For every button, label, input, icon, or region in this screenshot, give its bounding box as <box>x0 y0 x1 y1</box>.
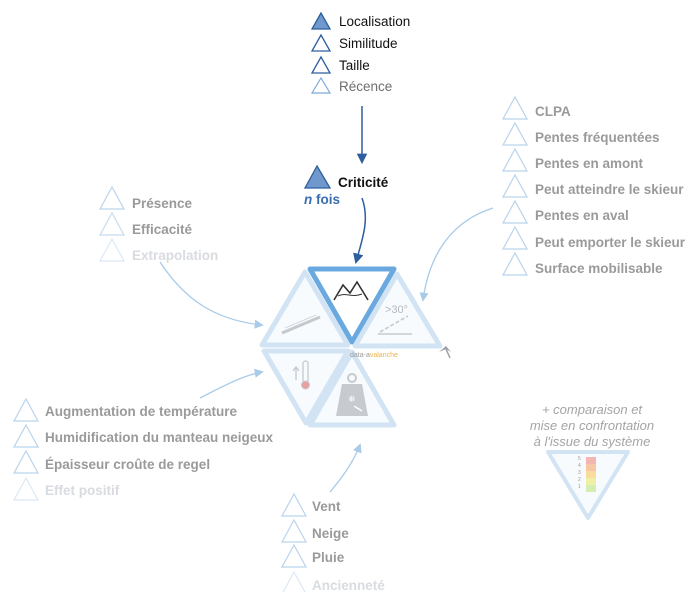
triangle-icon <box>310 11 332 30</box>
note-line-3: à l'issue du système <box>533 434 651 449</box>
label-recence: Récence <box>339 79 393 94</box>
snow-weight-icon: ❄ <box>336 373 368 416</box>
comparison-note: + comparaison et mise en confrontation à… <box>512 402 672 450</box>
label-presence: Présence <box>132 196 193 211</box>
bottom-group-icons <box>280 492 308 592</box>
logo-part1: data-a <box>350 352 370 359</box>
triangle-criticite <box>307 266 397 345</box>
ski-gauge-icon <box>281 314 321 335</box>
scale-level-1: 1 <box>578 484 581 490</box>
angle-label: >30° <box>385 304 409 316</box>
label-taille: Taille <box>339 58 370 73</box>
arrow-bottom <box>329 443 362 493</box>
triangle-slope <box>352 271 443 349</box>
label-augmentation-temperature: Augmentation de température <box>45 404 238 419</box>
label-pentes-amont: Pentes en amont <box>535 156 644 171</box>
label-pluie: Pluie <box>312 550 345 565</box>
slope-angle-icon <box>378 315 412 335</box>
scale-level-4: 4 <box>578 463 581 469</box>
right-group-icons <box>501 95 529 276</box>
arrow-left-upper <box>159 261 264 329</box>
label-peut-atteindre: Peut atteindre le skieur <box>535 182 684 197</box>
scale-level-5: 5 <box>578 456 581 462</box>
note-line-2: mise en confrontation <box>529 418 655 433</box>
label-vent: Vent <box>312 499 341 514</box>
label-pentes-aval: Pentes en aval <box>535 208 629 223</box>
label-anciennete: Ancienneté <box>312 578 385 593</box>
scale-level-2: 2 <box>578 477 581 483</box>
note-line-1: + comparaison et <box>541 402 643 417</box>
label-humidification: Humidification du manteau neigeux <box>45 430 274 445</box>
scale-level-3: 3 <box>578 470 581 476</box>
fois-text: fois <box>312 192 341 207</box>
thermometer-icon <box>292 360 310 390</box>
label-criticite: Criticité <box>338 175 389 190</box>
label-surface-mobilisable: Surface mobilisable <box>535 261 663 276</box>
n-text: n <box>304 192 313 207</box>
triangle-icon <box>310 55 332 74</box>
label-extrapolation: Extrapolation <box>132 248 219 263</box>
arrow-criticite <box>353 197 367 265</box>
label-peut-emporter: Peut emporter le skieur <box>535 235 686 250</box>
label-epaisseur-croute: Épaisseur croûte de regel <box>45 457 211 472</box>
label-pentes-frequentees: Pentes fréquentées <box>535 130 660 145</box>
mountain-icon <box>333 280 369 301</box>
central-hexagon: ❄ <box>259 266 451 428</box>
triangle-icon <box>310 76 332 94</box>
criticite-triangle-icon <box>303 164 332 189</box>
label-neige: Neige <box>312 526 349 541</box>
label-effet-positif: Effet positif <box>45 483 120 498</box>
top-group-icons <box>310 11 332 94</box>
label-clpa: CLPA <box>535 104 571 119</box>
label-similitude: Similitude <box>339 36 398 51</box>
label-localisation: Localisation <box>339 14 411 29</box>
triangle-icon <box>310 33 332 52</box>
risk-scale-icon <box>546 450 630 520</box>
logo-part2: valanche <box>369 352 398 359</box>
svg-text:❄: ❄ <box>348 395 356 405</box>
left-lower-icons <box>12 397 40 501</box>
left-upper-icons <box>98 185 126 262</box>
logo-mark-icon <box>439 346 451 359</box>
triangle-presence <box>259 269 351 348</box>
logo-text: data-avalanche <box>350 352 398 359</box>
arrow-right <box>419 207 494 302</box>
label-n-fois: n fois <box>304 192 340 207</box>
scale-levels: 5 4 3 2 1 <box>578 456 581 491</box>
label-efficacite: Efficacité <box>132 222 193 237</box>
arrow-left-lower <box>199 368 264 399</box>
